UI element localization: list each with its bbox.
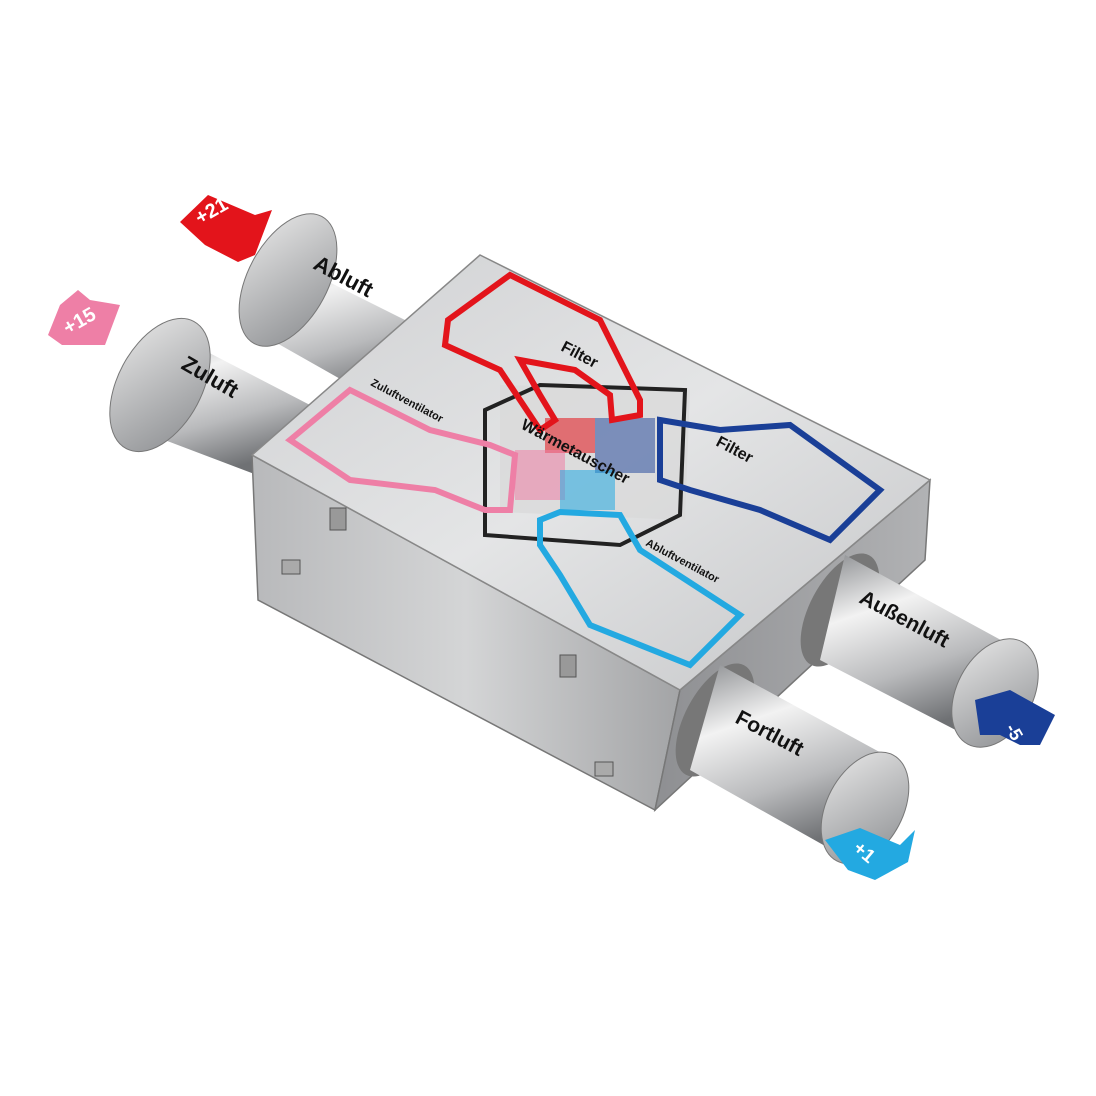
airflow-schematic: Filter Filter Zuluftventilator Wärmetaus… — [284, 271, 885, 669]
latch-icon — [329, 507, 347, 531]
heat-exchanger-frame — [483, 382, 688, 548]
abluft-path — [441, 271, 643, 435]
fortluft-path — [537, 508, 745, 669]
aussenluft-duct: Außenluft — [800, 553, 1039, 748]
bracket-icon — [281, 559, 301, 575]
fortluft-temp-arrow: +1 — [825, 828, 915, 880]
heat-exchanger-grid — [515, 418, 655, 510]
bracket-icon — [594, 761, 614, 777]
latch-icon — [559, 654, 577, 678]
aussenluft-temp-arrow: -5 — [975, 690, 1055, 745]
aussenluft-path — [657, 416, 885, 544]
zuluft-temp-arrow: +15 — [48, 290, 120, 345]
zuluft-path — [284, 386, 519, 513]
